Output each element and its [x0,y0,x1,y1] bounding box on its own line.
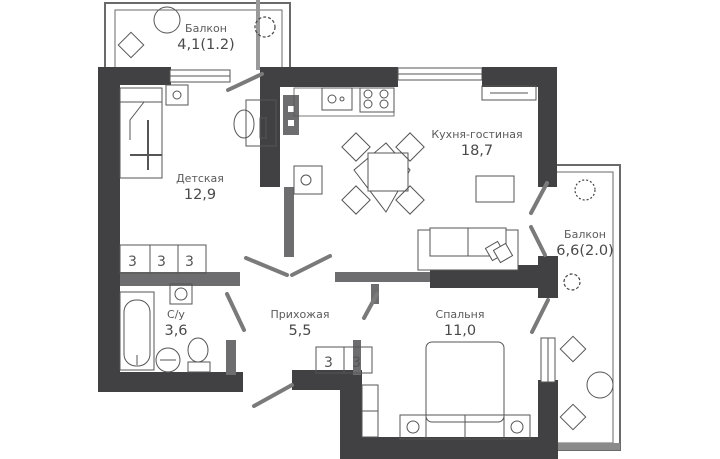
room-name: Прихожая [270,308,330,321]
room-label-balcony-top: Балкон 4,1(1.2) [177,22,234,54]
room-name: Детская [176,172,224,185]
washbasin [155,347,181,373]
window-kids [169,69,231,83]
room-area: 11,0 [443,323,477,339]
kids-desk [233,99,277,147]
balcony-chair-right-2 [559,403,587,431]
balcony-table-right [586,371,614,399]
room-area: 6,6(2.0) [556,243,614,259]
fridge [293,165,323,195]
washing-machine [169,283,193,305]
room-area: 12,9 [183,187,217,203]
room-area: 5,5 [288,323,312,339]
room-label-hallway: Прихожая 5,5 [271,308,330,340]
balcony-chair [117,31,145,59]
room-label-kids-room: Детская 12,9 [176,172,224,204]
room-label-bathroom: С/у 3,6 [164,308,187,340]
walls [98,67,558,459]
svg-text:3: 3 [157,254,166,270]
toilet [187,337,211,373]
window-kitchen [397,67,483,81]
kitchen-stove [359,87,395,113]
chair-icon [341,132,425,215]
balcony-chair-right-1 [559,335,587,363]
bathtub [119,291,155,371]
partitions [120,0,379,375]
double-bed [399,341,531,440]
kitchen-sink [321,87,353,111]
room-area: 18,7 [460,143,494,159]
kitchen-shelf [481,85,537,101]
room-label-balcony-right: Балкон 6,6(2.0) [556,228,613,260]
room-name: Кухня-гостиная [431,128,523,141]
room-name: Спальня [435,308,485,321]
room-label-kitchen-living: Кухня-гостиная 18,7 [431,128,522,160]
room-name: С/у [167,308,185,321]
kids-nightstand [165,84,189,106]
tv-stand [475,175,515,203]
balcony-top-outline [104,2,291,70]
svg-text:3: 3 [352,355,361,371]
room-name: Балкон [185,22,227,35]
lamp-icon [172,90,182,100]
svg-text:3: 3 [324,355,333,371]
balcony-right-outline [557,164,621,451]
room-label-bedroom: Спальня 11,0 [436,308,485,340]
room-name: Балкон [564,228,606,241]
room-area: 4,1(1.2) [177,37,235,53]
kitchen-counter [293,87,395,117]
kitchen-kids-wardrobe [283,95,299,135]
sofa [417,227,519,271]
window-bedroom [540,337,556,383]
balcony-table [153,6,181,34]
kids-bed [119,87,163,179]
svg-text:3: 3 [185,254,194,270]
svg-text:3: 3 [128,254,137,270]
room-area: 3,6 [164,323,188,339]
doors [225,72,550,408]
wardrobe-hooks: 3 3 3 3 3 [119,244,379,438]
dining-table [341,132,425,215]
plant-icon [254,16,596,291]
